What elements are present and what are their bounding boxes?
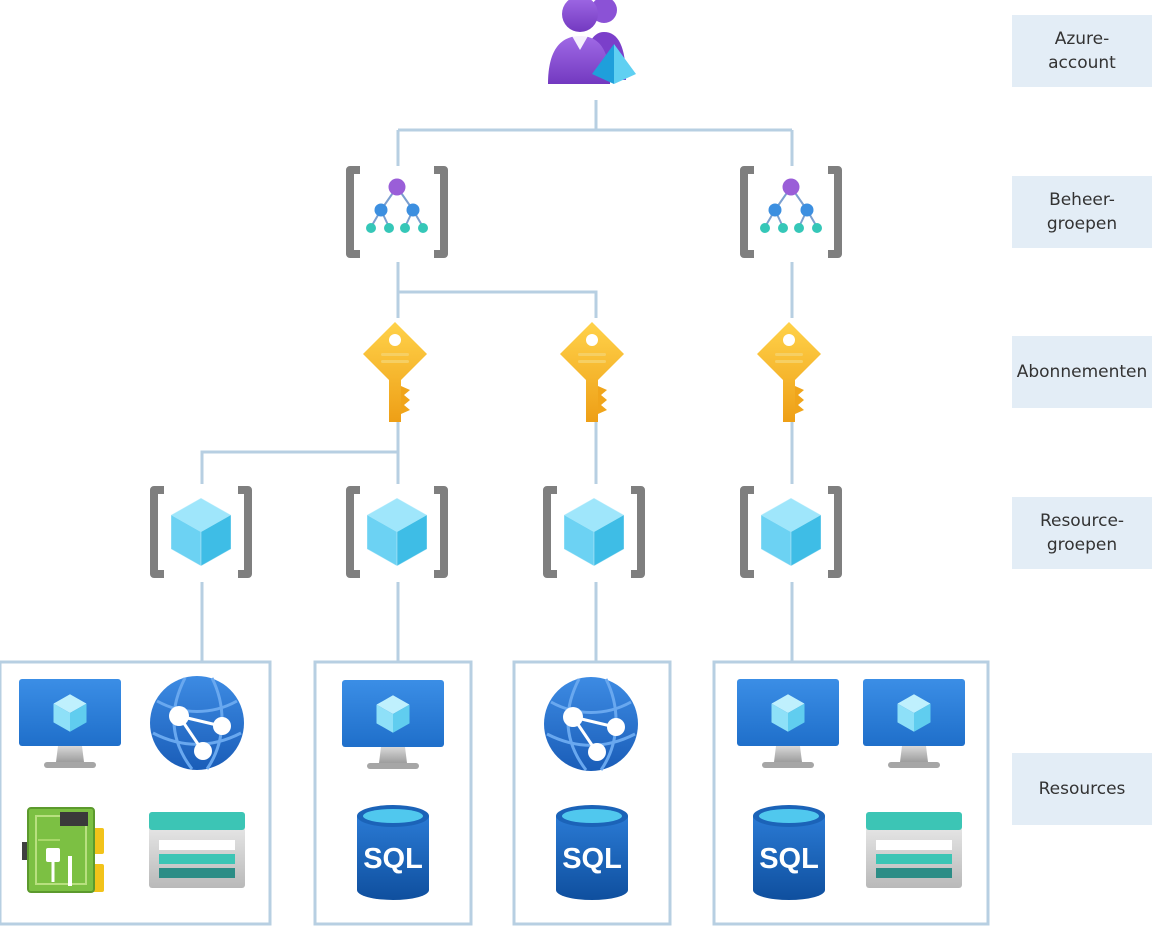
virtual-machine-icon [342,680,444,769]
storage-icon [149,812,245,888]
management-group-icon [759,177,823,234]
app-service-icon [148,674,246,772]
resource-group-1 [154,490,248,574]
resource-group-icon [563,497,625,567]
sql-database-icon: SQL [556,805,628,900]
level-label-management-groups-line1: Beheer- [1049,190,1115,210]
resource-group-icon [366,497,428,567]
sql-database-icon: SQL [357,805,429,900]
connector-sub1-rgs [200,422,400,484]
level-label-management-groups-line2: groepen [1046,214,1118,234]
level-label-account-line2: account [1048,53,1116,73]
virtual-machine-icon [19,679,121,768]
management-group-1 [350,170,444,254]
resource-box-1 [0,660,272,926]
resource-group-3 [547,490,641,574]
level-label-resources: Resources [1012,753,1152,825]
level-label-account-line1: Azure- [1054,29,1110,49]
connector-rgs-resources [200,582,794,662]
connector-lines [200,100,794,662]
resource-box-4 [712,660,990,926]
storage-icon [866,812,962,888]
sql-label: SQL [363,843,423,875]
key-icon [560,322,624,422]
virtual-machine-icon [863,679,965,768]
virtual-machine-icon [737,679,839,768]
level-label-resource-groups-line2: groepen [1046,535,1118,555]
resource-box-2 [313,660,473,926]
resource-group-icon [170,497,232,567]
level-label-account: Azure- account [1012,15,1152,87]
sql-database-icon: SQL [753,805,825,900]
level-label-subscriptions-line1: Abonnementen [1016,362,1148,382]
resource-group-icon [760,497,822,567]
resource-box-3 [512,660,672,926]
circuit-board-icon [20,806,106,894]
app-service-icon [542,675,640,773]
connector-mg1-subs [396,262,598,318]
level-label-resources-line1: Resources [1038,779,1126,799]
level-label-management-groups: Beheer- groepen [1012,176,1152,248]
connector-account-mg [396,100,794,166]
level-label-resource-groups: Resource- groepen [1012,497,1152,569]
key-icon [757,322,821,422]
sql-label: SQL [562,843,622,875]
resource-group-4 [744,490,838,574]
management-group-icon [365,177,429,234]
users-icon [548,0,636,84]
level-label-resource-groups-line1: Resource- [1039,511,1125,531]
key-icon [363,322,427,422]
sql-label: SQL [759,843,819,875]
management-group-2 [744,170,838,254]
level-label-subscriptions: Abonnementen [1012,336,1152,408]
resource-boxes [0,660,990,926]
resource-group-2 [350,490,444,574]
